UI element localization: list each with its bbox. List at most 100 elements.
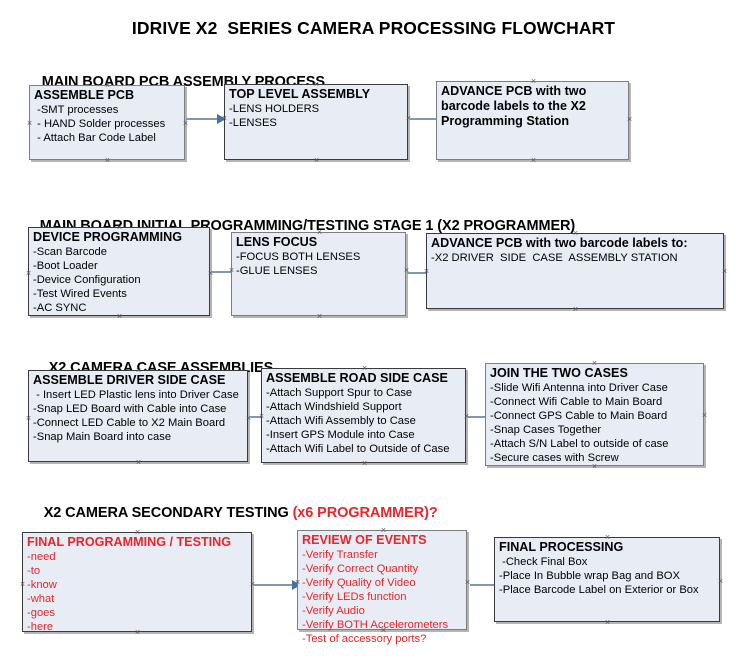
resize-handle-right[interactable]: × — [182, 118, 189, 128]
box-line: -need — [27, 551, 56, 563]
box-line: -X2 DRIVER SIDE CASE ASSEMBLY STATION — [431, 252, 678, 264]
resize-handle-top[interactable]: × — [116, 222, 123, 232]
resize-handle-top[interactable]: × — [572, 228, 579, 238]
resize-handle-top[interactable]: × — [380, 525, 387, 535]
resize-handle-left[interactable]: × — [25, 268, 32, 278]
resize-handle-right[interactable]: × — [701, 410, 708, 420]
process-box-review-of-events[interactable]: REVIEW OF EVENTS -Verify Transfer -Verif… — [294, 525, 470, 646]
resize-handle-bottom[interactable]: × — [380, 625, 387, 635]
box-line: -Attach S/N Label to outside of case — [490, 438, 669, 450]
process-box-lens-focus[interactable]: LENS FOCUS -FOCUS BOTH LENSES -GLUE LENS… — [228, 227, 409, 321]
box-line: -Attach Wifi Assembly to Case — [266, 415, 416, 427]
arrow-shaft — [254, 584, 292, 586]
resize-handle-right[interactable]: × — [717, 576, 724, 586]
box-line: -Verify LEDs function — [302, 591, 407, 603]
resize-handle-right[interactable]: × — [721, 266, 728, 276]
box-line: - Attach Bar Code Label — [34, 132, 156, 144]
resize-handle-right[interactable]: × — [463, 411, 470, 421]
resize-handle-bottom[interactable]: × — [313, 155, 320, 165]
resize-handle-right[interactable]: × — [405, 113, 412, 123]
resize-handle-left[interactable]: × — [294, 577, 301, 587]
resize-handle-left[interactable]: × — [25, 413, 32, 423]
box-line: -goes — [27, 607, 55, 619]
resize-handle-right[interactable]: × — [626, 114, 633, 124]
box-line: -here — [27, 621, 54, 633]
box-line: -Connect GPS Cable to Main Board — [490, 410, 668, 422]
resize-handle-bottom[interactable]: × — [135, 457, 142, 467]
section-heading-x2-camera-secondary-testing: X2 CAMERA SECONDARY TESTING (x6 PROGRAMM… — [28, 489, 438, 537]
resize-handle-left[interactable]: × — [221, 113, 228, 123]
box-line: -Device Configuration — [33, 274, 141, 286]
box-line: -Attach Windshield Support — [266, 401, 402, 413]
box-line: -FOCUS BOTH LENSES — [236, 251, 361, 263]
box-line: -to — [27, 565, 41, 577]
resize-handle-bottom[interactable]: × — [316, 311, 323, 321]
resize-handle-top[interactable]: × — [316, 227, 323, 237]
box-line: -Slide Wifi Antenna into Driver Case — [490, 382, 668, 394]
resize-handle-top[interactable]: × — [134, 527, 141, 537]
resize-handle-top[interactable]: × — [591, 358, 598, 368]
resize-handle-bottom[interactable]: × — [530, 155, 537, 165]
box-title: TOP LEVEL ASSEMBLY — [229, 87, 371, 101]
resize-handle-left[interactable]: × — [258, 411, 265, 421]
resize-handle-bottom[interactable]: × — [104, 155, 111, 165]
process-box-advance-pcb-to-x2-programming-station[interactable]: ADVANCE PCB with two barcode labels to t… — [436, 76, 632, 165]
resize-handle-top[interactable]: × — [104, 80, 111, 90]
resize-handle-top[interactable]: × — [604, 532, 611, 542]
resize-handle-left[interactable]: × — [19, 579, 26, 589]
box-title: LENS FOCUS — [236, 235, 318, 249]
process-box-advance-pcb-to-driver-side-case-station[interactable]: ADVANCE PCB with two barcode labels to: … — [423, 228, 727, 314]
arrow-shaft — [186, 118, 217, 120]
resize-handle-bottom[interactable]: × — [572, 304, 579, 314]
resize-handle-bottom[interactable]: × — [361, 458, 368, 468]
process-box-final-programming-testing[interactable]: FINAL PROGRAMMING / TESTING -need -to -k… — [19, 527, 255, 637]
box-line: -Verify Audio — [302, 605, 365, 617]
box-title: ADVANCE PCB with two barcode labels to t… — [441, 84, 587, 128]
resize-handle-top[interactable]: × — [361, 363, 368, 373]
resize-handle-bottom[interactable]: × — [134, 627, 141, 637]
box-line: - Insert LED Plastic lens into Driver Ca… — [33, 389, 239, 401]
resize-handle-bottom[interactable]: × — [116, 311, 123, 321]
page-title: IDRIVE X2 SERIES CAMERA PROCESSING FLOWC… — [131, 18, 616, 38]
box-line: -LENSES — [229, 117, 277, 129]
box-line: -Boot Loader — [33, 260, 98, 272]
resize-handle-left[interactable]: × — [26, 118, 33, 128]
box-title: ADVANCE PCB with two barcode labels to: — [431, 236, 688, 250]
resize-handle-top[interactable]: × — [313, 79, 320, 89]
box-line: -Place In Bubble wrap Bag and BOX — [499, 570, 680, 582]
box-line: -Connect Wifi Cable to Main Board — [490, 396, 663, 408]
process-box-assemble-road-side-case[interactable]: ASSEMBLE ROAD SIDE CASE -Attach Support … — [258, 363, 469, 468]
box-line: -Secure cases with Screw — [490, 452, 619, 464]
box-line: -SMT processes — [34, 104, 119, 116]
resize-handle-bottom[interactable]: × — [591, 461, 598, 471]
process-box-assemble-pcb[interactable]: ASSEMBLE PCB -SMT processes - HAND Solde… — [26, 80, 188, 165]
resize-handle-right[interactable]: × — [249, 579, 256, 589]
process-box-join-the-two-cases[interactable]: JOIN THE TWO CASES -Slide Wifi Antenna i… — [485, 358, 707, 471]
box-line: -Insert GPS Module into Case — [266, 429, 415, 441]
arrow-assemble-pcb-to-top-level — [186, 114, 226, 124]
process-box-top-level-assembly[interactable]: TOP LEVEL ASSEMBLY -LENS HOLDERS -LENSES… — [221, 79, 411, 165]
process-box-assemble-driver-side-case[interactable]: ASSEMBLE DRIVER SIDE CASE - Insert LED P… — [25, 365, 251, 467]
box-title: JOIN THE TWO CASES — [490, 366, 628, 380]
resize-handle-right[interactable]: × — [403, 265, 410, 275]
box-line: -Verify BOTH Accelerometers — [302, 619, 449, 631]
section-heading-red-note: (x6 PROGRAMMER)? — [292, 505, 438, 521]
resize-handle-right[interactable]: × — [464, 577, 471, 587]
box-line: -Connect LED Cable to X2 Main Board — [33, 417, 226, 429]
resize-handle-top[interactable]: × — [135, 365, 142, 375]
box-line: - HAND Solder processes — [34, 118, 166, 130]
resize-handle-right[interactable]: × — [207, 268, 214, 278]
box-line: -AC SYNC — [33, 302, 87, 314]
resize-handle-bottom[interactable]: × — [604, 617, 611, 627]
box-line: -Attach Support Spur to Case — [266, 387, 413, 399]
box-line: -Test Wired Events — [33, 288, 127, 300]
resize-handle-right[interactable]: × — [245, 413, 252, 423]
process-box-final-processing[interactable]: FINAL PROCESSING -Check Final Box -Place… — [494, 532, 723, 627]
process-box-device-programming[interactable]: DEVICE PROGRAMMING -Scan Barcode -Boot L… — [25, 222, 213, 321]
box-line: -know — [27, 579, 57, 591]
box-title: ASSEMBLE DRIVER SIDE CASE — [33, 373, 226, 387]
resize-handle-top[interactable]: × — [530, 76, 537, 86]
resize-handle-left[interactable]: × — [228, 265, 235, 275]
resize-handle-left[interactable]: × — [423, 266, 430, 276]
